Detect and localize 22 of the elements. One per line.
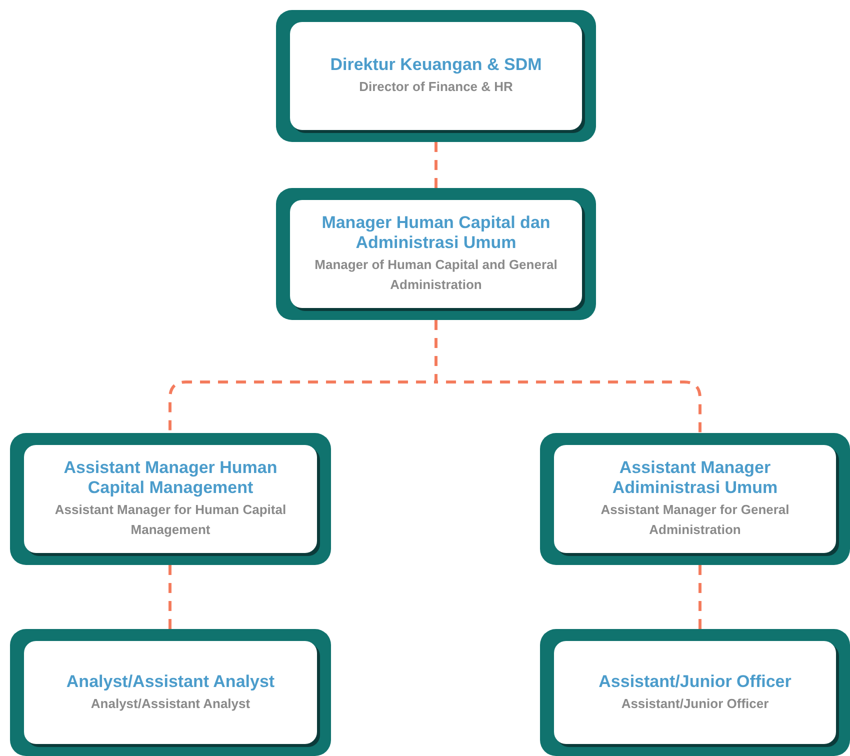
position-title: Assistant/Junior Officer	[598, 672, 792, 692]
connector-line	[434, 142, 438, 188]
connector-line	[168, 565, 172, 629]
position-subtitle: Analyst/Assistant Analyst	[90, 694, 250, 713]
org-box	[276, 188, 596, 320]
position-subtitle: Assistant/Junior Officer	[621, 694, 769, 712]
connector-line	[434, 320, 702, 433]
position-subtitle: Assistant Manager for General Administration	[600, 501, 790, 539]
org-box	[540, 629, 850, 756]
position-title: Direktur Keuangan & SDM	[330, 55, 542, 75]
org-box	[540, 433, 850, 565]
position-subtitle: Director of Finance & HR	[359, 78, 513, 96]
position-title: Manager Human Capital dan Administrasi Umum	[320, 213, 552, 253]
position-title: Analyst/Assistant Analyst	[66, 672, 275, 692]
position-title: Assistant Manager Human Capital Management	[62, 458, 278, 498]
org-box	[10, 433, 331, 565]
position-subtitle: Manager of Human Capital and General Administration	[314, 256, 558, 294]
org-box	[276, 10, 596, 142]
org-box	[10, 629, 331, 756]
connector-line	[698, 565, 702, 629]
position-subtitle: Assistant Manager for Human Capital Management	[54, 501, 288, 539]
position-title: Assistant Manager Adiministrasi Umum	[611, 458, 779, 498]
